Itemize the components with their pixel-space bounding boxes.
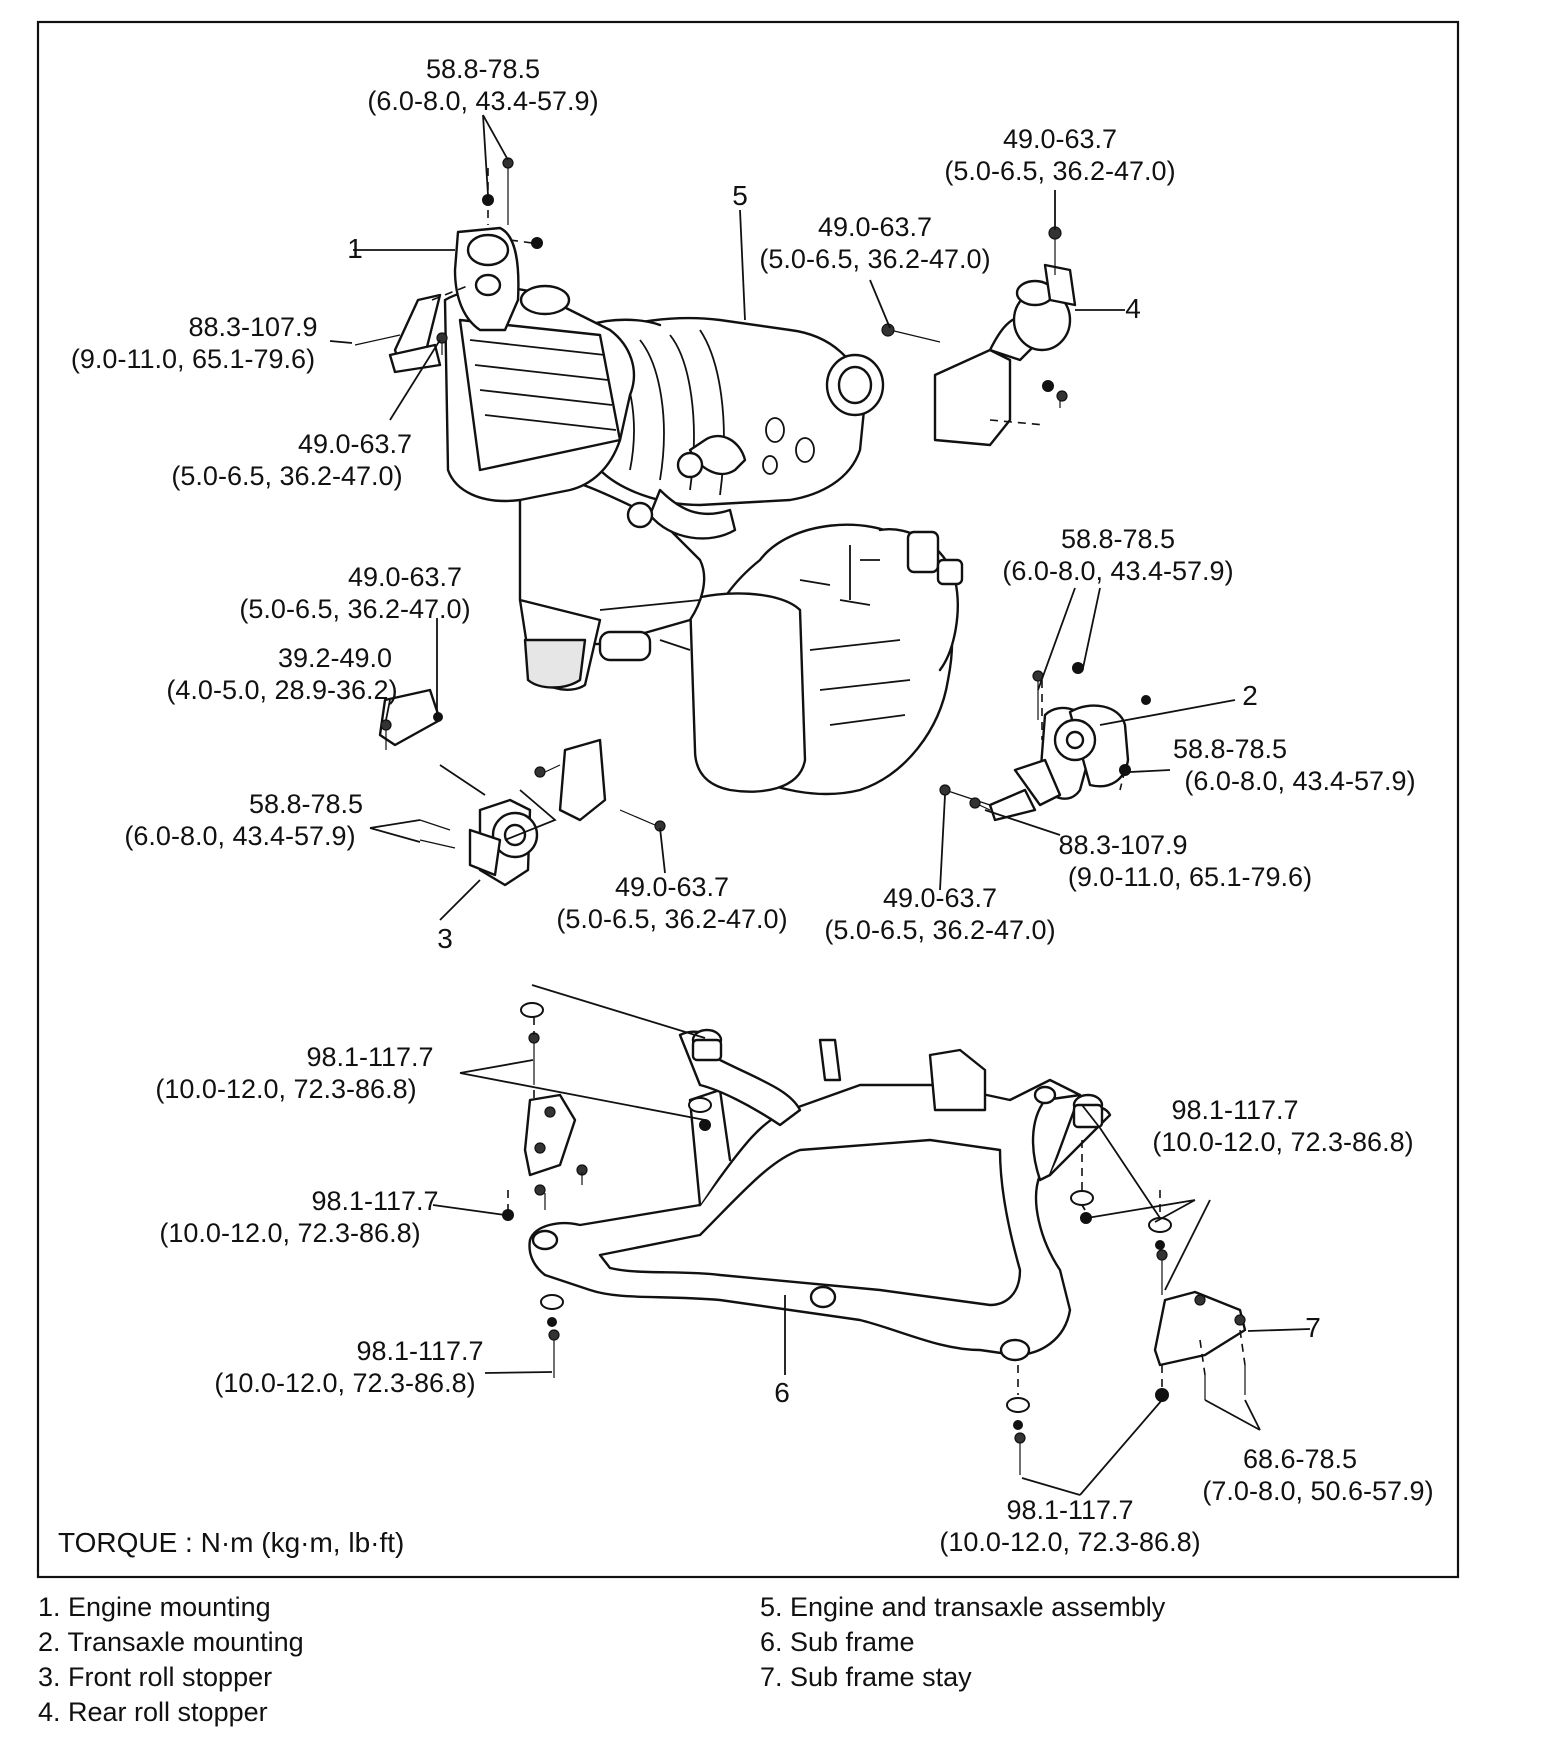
part-number-3: 3 xyxy=(437,923,453,954)
torque-callout-14-value: 98.1-117.7 xyxy=(306,1042,433,1072)
torque-callout-8-value: 58.8-78.5 xyxy=(249,789,363,819)
torque-callout-8-units: (6.0-8.0, 43.4-57.9) xyxy=(124,821,355,851)
torque-callout-11-value: 58.8-78.5 xyxy=(1173,734,1287,764)
torque-callout-4-value: 49.0-63.7 xyxy=(818,212,932,242)
legend-item-7: 7. Sub frame stay xyxy=(760,1662,972,1692)
torque-callout-2-value: 88.3-107.9 xyxy=(188,312,317,342)
legend-item-5: 5. Engine and transaxle assembly xyxy=(760,1592,1166,1622)
torque-callouts: 58.8-78.5 (6.0-8.0, 43.4-57.9) 88.3-107.… xyxy=(71,54,1434,1557)
torque-callout-16-units: (10.0-12.0, 72.3-86.8) xyxy=(1152,1127,1413,1157)
torque-callout-10-units: (6.0-8.0, 43.4-57.9) xyxy=(1002,556,1233,586)
torque-callout-13-units: (5.0-6.5, 36.2-47.0) xyxy=(824,915,1055,945)
diagram-frame xyxy=(36,20,1460,1579)
torque-callout-4-units: (5.0-6.5, 36.2-47.0) xyxy=(759,244,990,274)
leader-lines xyxy=(329,114,1311,1496)
torque-callout-1-units: (6.0-8.0, 43.4-57.9) xyxy=(367,86,598,116)
legend-item-4: 4. Rear roll stopper xyxy=(38,1697,268,1727)
part-number-6: 6 xyxy=(774,1377,790,1408)
torque-callout-7-value: 39.2-49.0 xyxy=(278,643,392,673)
torque-callout-19-value: 68.6-78.5 xyxy=(1243,1444,1357,1474)
torque-callout-14-units: (10.0-12.0, 72.3-86.8) xyxy=(155,1074,416,1104)
torque-callout-15-units: (10.0-12.0, 72.3-86.8) xyxy=(159,1218,420,1248)
torque-callout-9-value: 49.0-63.7 xyxy=(615,872,729,902)
torque-callout-6-value: 49.0-63.7 xyxy=(348,562,462,592)
torque-callout-12-value: 88.3-107.9 xyxy=(1058,830,1187,860)
part-number-1: 1 xyxy=(347,233,363,264)
part-number-4: 4 xyxy=(1125,293,1141,324)
front-roll-stopper-part xyxy=(378,688,666,887)
torque-callout-3-units: (5.0-6.5, 36.2-47.0) xyxy=(171,461,402,491)
legend-item-1: 1. Engine mounting xyxy=(38,1592,271,1622)
engine-transaxle-assembly xyxy=(443,284,964,796)
torque-callout-16-value: 98.1-117.7 xyxy=(1171,1095,1298,1125)
torque-callout-9-units: (5.0-6.5, 36.2-47.0) xyxy=(556,904,787,934)
torque-callout-6-units: (5.0-6.5, 36.2-47.0) xyxy=(239,594,470,624)
engine-mounting-part xyxy=(354,157,543,374)
part-number-2: 2 xyxy=(1242,680,1258,711)
torque-callout-10-value: 58.8-78.5 xyxy=(1061,524,1175,554)
torque-callout-2-units: (9.0-11.0, 65.1-79.6) xyxy=(71,344,315,374)
torque-callout-17-units: (10.0-12.0, 72.3-86.8) xyxy=(214,1368,475,1398)
torque-callout-11-units: (6.0-8.0, 43.4-57.9) xyxy=(1184,766,1415,796)
part-number-5: 5 xyxy=(732,180,748,211)
torque-callout-15-value: 98.1-117.7 xyxy=(311,1186,438,1216)
torque-unit-note: TORQUE : N·m (kg·m, lb·ft) xyxy=(58,1527,404,1558)
legend-item-3: 3. Front roll stopper xyxy=(38,1662,273,1692)
part-number-7: 7 xyxy=(1305,1312,1321,1343)
transaxle-mounting-part xyxy=(939,662,1151,822)
sub-frame-stay-part xyxy=(523,1093,1247,1400)
part-number-callouts: 1 2 3 4 5 6 7 xyxy=(347,180,1321,1408)
torque-callout-18-units: (10.0-12.0, 72.3-86.8) xyxy=(939,1527,1200,1557)
torque-callout-17-value: 98.1-117.7 xyxy=(356,1336,483,1366)
torque-callout-5-units: (5.0-6.5, 36.2-47.0) xyxy=(944,156,1175,186)
torque-callout-19-units: (7.0-8.0, 50.6-57.9) xyxy=(1202,1476,1433,1506)
torque-callout-13-value: 49.0-63.7 xyxy=(883,883,997,913)
subframe-fasteners xyxy=(502,1002,1172,1475)
legend-right: 5. Engine and transaxle assembly 6. Sub … xyxy=(760,1590,1165,1695)
rear-roll-stopper-part xyxy=(881,226,1077,447)
torque-callout-7-units: (4.0-5.0, 28.9-36.2) xyxy=(166,675,397,705)
legend-item-2: 2. Transaxle mounting xyxy=(38,1627,304,1657)
torque-callout-1-value: 58.8-78.5 xyxy=(426,54,540,84)
sub-frame-part xyxy=(528,1028,1112,1362)
torque-callout-18-value: 98.1-117.7 xyxy=(1006,1495,1133,1525)
torque-callout-3-value: 49.0-63.7 xyxy=(298,429,412,459)
legend-left: 1. Engine mounting 2. Transaxle mounting… xyxy=(38,1590,304,1730)
torque-callout-12-units: (9.0-11.0, 65.1-79.6) xyxy=(1068,862,1312,892)
torque-callout-5-value: 49.0-63.7 xyxy=(1003,124,1117,154)
legend-item-6: 6. Sub frame xyxy=(760,1627,915,1657)
